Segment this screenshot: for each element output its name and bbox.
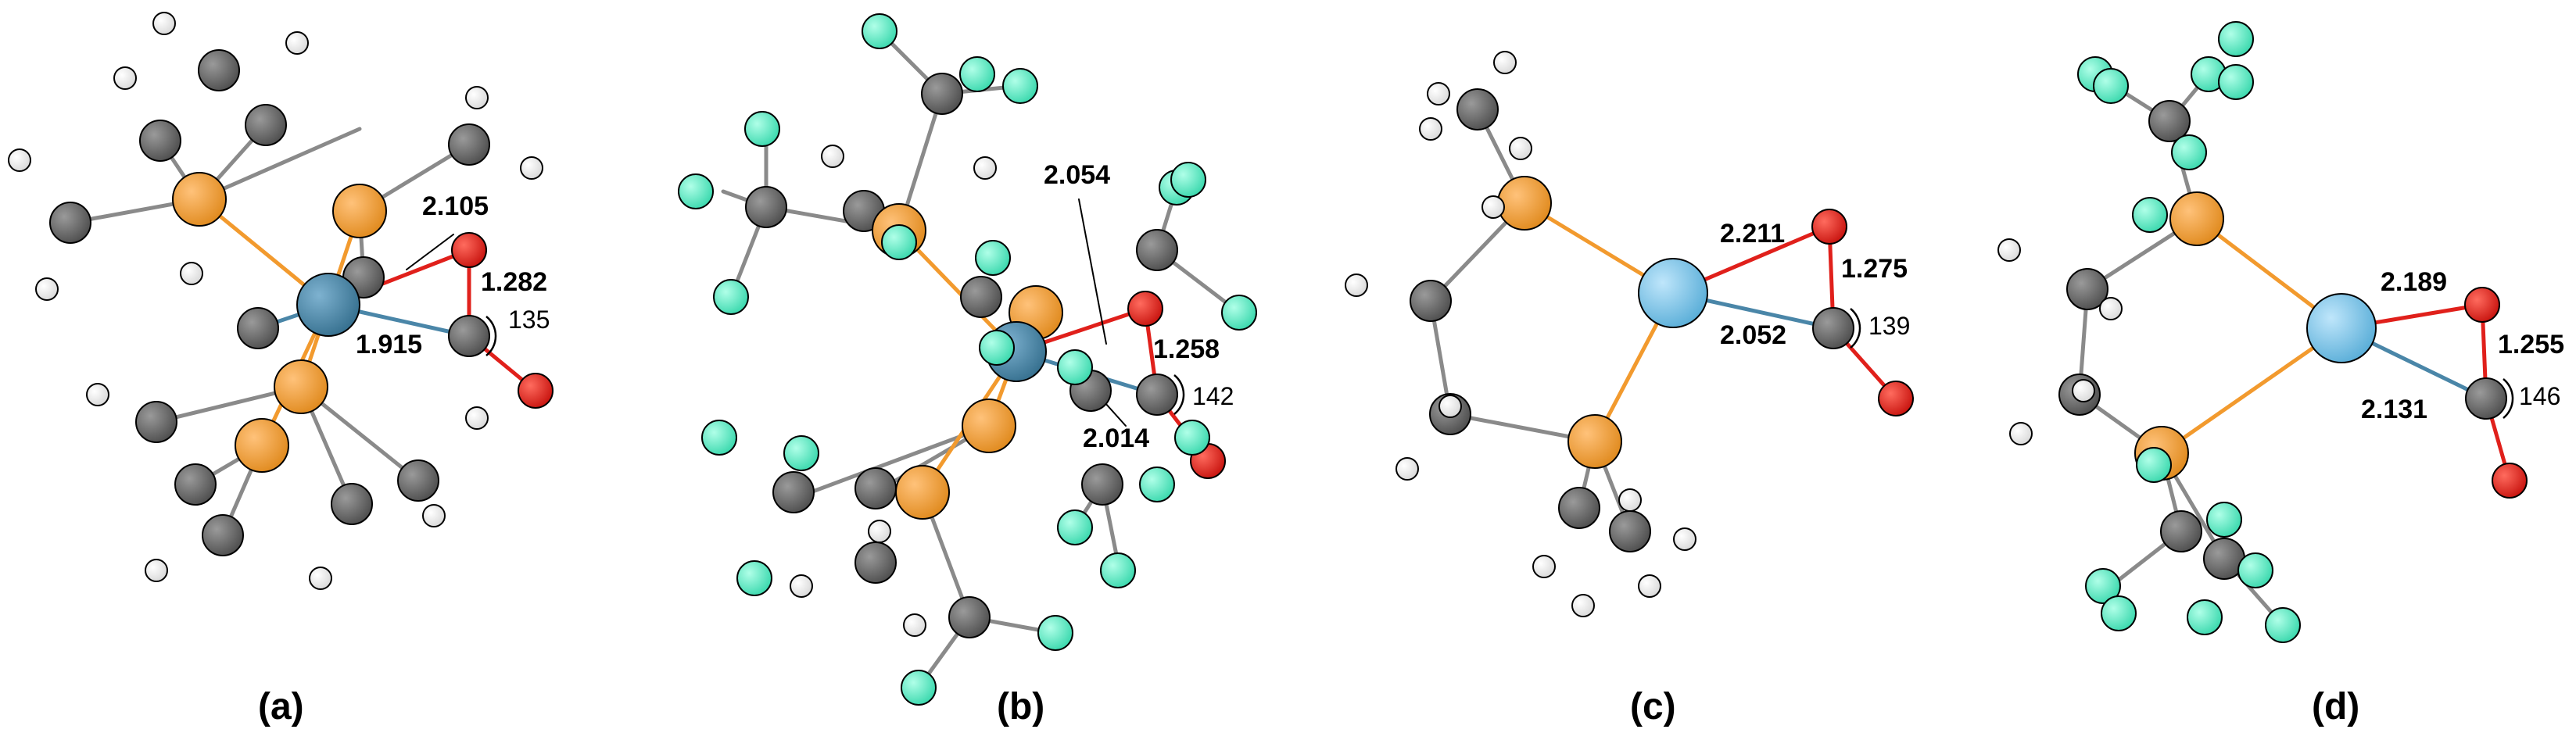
panel-b-angle: 142 — [1192, 382, 1234, 410]
panel-a-bond-co: 1.282 — [481, 267, 547, 297]
panel-c-structure: 2.211 1.275 139 2.052 — [1345, 51, 1914, 617]
panel-a-atoms — [8, 12, 554, 590]
panel-a-angle: 135 — [508, 306, 550, 334]
panel-c-atoms — [1345, 51, 1914, 617]
panel-d-structure: 2.189 1.255 146 2.131 — [1997, 21, 2564, 643]
panel-d-atoms — [1997, 21, 2528, 643]
panel-d-angle-arc — [2503, 378, 2514, 419]
panel-b-bond-mc: 2.054 — [1044, 160, 1110, 190]
panel-a-angle-arc — [485, 316, 497, 356]
panel-a-bond-mc: 2.105 — [422, 191, 489, 221]
panel-d-bond-mc: 2.131 — [2361, 395, 2427, 424]
panel-d-bonds — [2077, 72, 2512, 627]
panel-d-label: (d) — [2312, 686, 2359, 727]
panel-d-bond-mo: 2.189 — [2381, 267, 2447, 297]
panel-c-angle-arc — [1850, 308, 1861, 349]
panel-c-bond-mc: 2.052 — [1720, 320, 1786, 350]
panel-b-bond-mo: 2.014 — [1083, 424, 1149, 453]
panel-c-bond-co: 1.275 — [1841, 254, 1908, 284]
panel-a-structure: 2.105 1.282 135 1.915 — [8, 12, 554, 590]
panel-b-bond-co: 1.258 — [1153, 334, 1220, 364]
panel-c-bond-mo: 2.211 — [1720, 219, 1785, 248]
panel-d-bond-co: 1.255 — [2498, 330, 2564, 359]
panel-a-bond-mo: 1.915 — [356, 330, 422, 359]
panel-b-label: (b) — [997, 686, 1044, 727]
panel-a-label: (a) — [258, 686, 304, 727]
panel-d-angle: 146 — [2519, 382, 2560, 410]
panel-b-structure: 2.054 1.258 142 2.014 — [678, 13, 1257, 706]
panel-b-atoms — [678, 13, 1257, 706]
panel-c-angle: 139 — [1868, 312, 1910, 340]
panel-c-label: (c) — [1630, 686, 1676, 727]
panel-b-angle-arc — [1173, 374, 1185, 415]
